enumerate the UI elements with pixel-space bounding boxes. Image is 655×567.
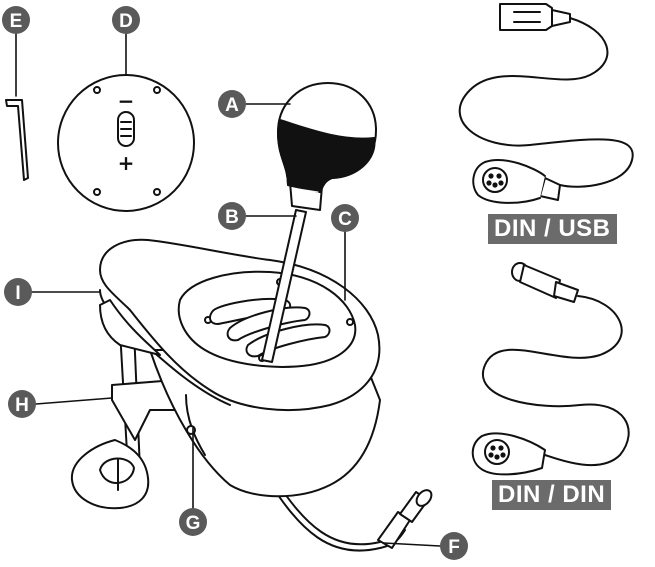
- label-b: B: [225, 207, 239, 228]
- label-c: C: [338, 209, 352, 230]
- shifter-body: [100, 240, 380, 496]
- label-i: I: [15, 283, 20, 304]
- gear-knob: [278, 83, 376, 192]
- allen-key: [6, 100, 28, 180]
- label-f: F: [448, 537, 460, 558]
- plate-plus-sign: +: [118, 151, 135, 175]
- label-e: E: [10, 11, 23, 32]
- label-a: A: [225, 95, 239, 116]
- din-usb-cable: [460, 4, 633, 203]
- din-din-cable: [473, 263, 629, 474]
- label-d: D: [119, 11, 133, 32]
- label-g: G: [186, 513, 201, 534]
- label-h: H: [15, 395, 29, 416]
- din-usb-tag: DIN / USB: [488, 214, 617, 244]
- din-din-tag: DIN / DIN: [492, 480, 611, 510]
- plate-minus-sign: −: [118, 89, 135, 113]
